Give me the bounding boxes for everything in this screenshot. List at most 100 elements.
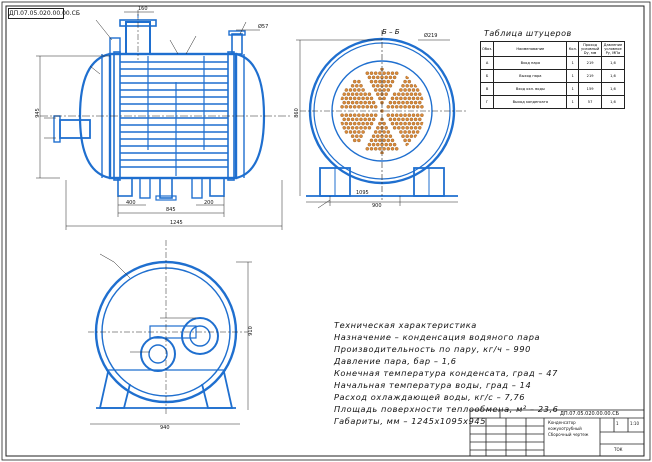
tube-cross-section bbox=[382, 147, 386, 151]
table-cell: Выход пара bbox=[493, 69, 568, 83]
tube-cross-section bbox=[355, 84, 359, 88]
tube-cross-section bbox=[348, 105, 353, 109]
dim-shell-length: 845 bbox=[166, 207, 176, 213]
tube-cross-section bbox=[357, 138, 361, 143]
tube-cross-section bbox=[401, 134, 405, 138]
tube-cross-section bbox=[378, 147, 382, 151]
tube-cross-section bbox=[350, 117, 355, 122]
tube-cross-section bbox=[397, 100, 401, 105]
tube-cross-section bbox=[352, 121, 357, 126]
vent-nozzle bbox=[231, 33, 243, 55]
tube-cross-section bbox=[340, 113, 344, 117]
tube-cross-section bbox=[399, 88, 403, 92]
tube-cross-section bbox=[378, 88, 382, 92]
header-cell: Обоз. bbox=[479, 41, 495, 57]
table-row: Б Выход пара 1 219 1,6 bbox=[479, 69, 626, 83]
tube-cross-section bbox=[346, 117, 351, 122]
tube-cross-section bbox=[399, 105, 403, 109]
table-cell: 1 bbox=[566, 95, 580, 109]
tube-cross-section bbox=[390, 96, 395, 101]
tube-cross-section bbox=[420, 105, 424, 109]
condensate-outlet bbox=[159, 177, 173, 199]
front-tubes bbox=[120, 61, 228, 168]
tube-cross-section bbox=[394, 105, 399, 109]
tube-cross-section bbox=[355, 117, 359, 122]
tube-cross-section bbox=[367, 75, 372, 80]
table-row: Г Выход конденсата 1 57 1,6 bbox=[479, 95, 626, 109]
table-cell: Вход пара bbox=[493, 56, 568, 70]
tube-cross-section bbox=[376, 134, 380, 138]
tech-spec-line: Давление пара, бар – 1,6 bbox=[334, 356, 457, 366]
tube-cross-section bbox=[367, 92, 372, 96]
tech-spec-title: Техническая характеристика bbox=[334, 320, 477, 330]
tech-spec-line: Начальная температура воды, град – 14 bbox=[334, 380, 532, 390]
header-cell: Давление условное Pу, МПа bbox=[600, 41, 626, 57]
tube-cross-section bbox=[352, 88, 357, 92]
dim-flange: Ø219 bbox=[424, 33, 438, 39]
tube-cross-section bbox=[376, 84, 380, 88]
tube-cross-section bbox=[355, 126, 359, 130]
tube-cross-section bbox=[365, 147, 370, 151]
tube-cross-section bbox=[344, 96, 349, 101]
tube-cross-section bbox=[367, 117, 372, 122]
tube-cross-section bbox=[405, 134, 409, 138]
tube-cross-section bbox=[399, 121, 403, 126]
table-cell: 219 bbox=[578, 56, 602, 70]
table-cell: Г bbox=[479, 95, 495, 109]
tube-cross-section bbox=[418, 92, 422, 96]
tube-cross-section bbox=[390, 79, 395, 84]
tech-spec-line: Назначение – конденсация водяного пара bbox=[334, 332, 541, 342]
tube-cross-section bbox=[376, 75, 380, 80]
tube-cross-section bbox=[367, 142, 372, 147]
tech-spec-line: Площадь поверхности теплообмена, м² – 23… bbox=[334, 404, 559, 414]
tube-cross-section bbox=[415, 121, 420, 126]
tube-cross-section bbox=[384, 84, 388, 88]
tube-cross-section bbox=[346, 92, 351, 96]
section-label: Б – Б bbox=[382, 28, 400, 36]
table-cell: 159 bbox=[578, 82, 602, 96]
tube-cross-section bbox=[392, 92, 397, 96]
tube-cross-section bbox=[392, 142, 397, 147]
header-cell: Наименование bbox=[493, 41, 568, 57]
table-cell: 1 bbox=[566, 69, 580, 83]
tube-cross-section bbox=[346, 126, 351, 130]
nozzle-flange-1 bbox=[140, 336, 176, 372]
tube-cross-section bbox=[388, 75, 393, 80]
tube-cross-section bbox=[371, 84, 376, 88]
tube-cross-section bbox=[390, 105, 395, 109]
tube-cross-section bbox=[359, 126, 363, 130]
tube-cross-section bbox=[363, 126, 367, 130]
tube-cross-section bbox=[352, 113, 357, 117]
tube-cross-section bbox=[350, 134, 355, 138]
tube-cross-section bbox=[409, 84, 414, 88]
tube-cross-section bbox=[407, 113, 412, 117]
tube-cross-section bbox=[348, 96, 353, 101]
water-inlet-nozzle bbox=[59, 119, 91, 139]
table-cell: Выход конденсата bbox=[493, 95, 568, 109]
tube-cross-section bbox=[378, 121, 382, 126]
title-block-scale: 1:10 bbox=[630, 421, 639, 426]
tube-cross-section bbox=[401, 117, 405, 122]
title-block-name: кожухотрубный bbox=[548, 426, 582, 431]
dim-bottom-width: 940 bbox=[160, 425, 170, 431]
dim-bottom-height: 910 bbox=[247, 326, 254, 336]
table-cell: 1,6 bbox=[600, 56, 626, 70]
tube-cross-section bbox=[409, 134, 414, 138]
tube-cross-section bbox=[403, 130, 407, 134]
tube-cross-section bbox=[403, 138, 407, 143]
tube-cross-section bbox=[369, 71, 374, 75]
dim-side-height: 860 bbox=[293, 108, 300, 118]
tube-cross-section bbox=[365, 105, 370, 109]
tube-cross-section bbox=[405, 84, 409, 88]
tube-cross-section bbox=[418, 100, 422, 105]
tube-cross-section bbox=[371, 142, 376, 147]
table-cell: 57 bbox=[578, 95, 602, 109]
tube-cross-section bbox=[369, 113, 374, 117]
tube-cross-section bbox=[392, 100, 397, 105]
dim-support-span: 400 bbox=[126, 200, 136, 206]
tube-cross-section bbox=[373, 113, 378, 117]
tube-cross-section bbox=[352, 96, 357, 101]
tube-cross-section bbox=[352, 130, 357, 134]
tube-cross-section bbox=[413, 126, 418, 130]
